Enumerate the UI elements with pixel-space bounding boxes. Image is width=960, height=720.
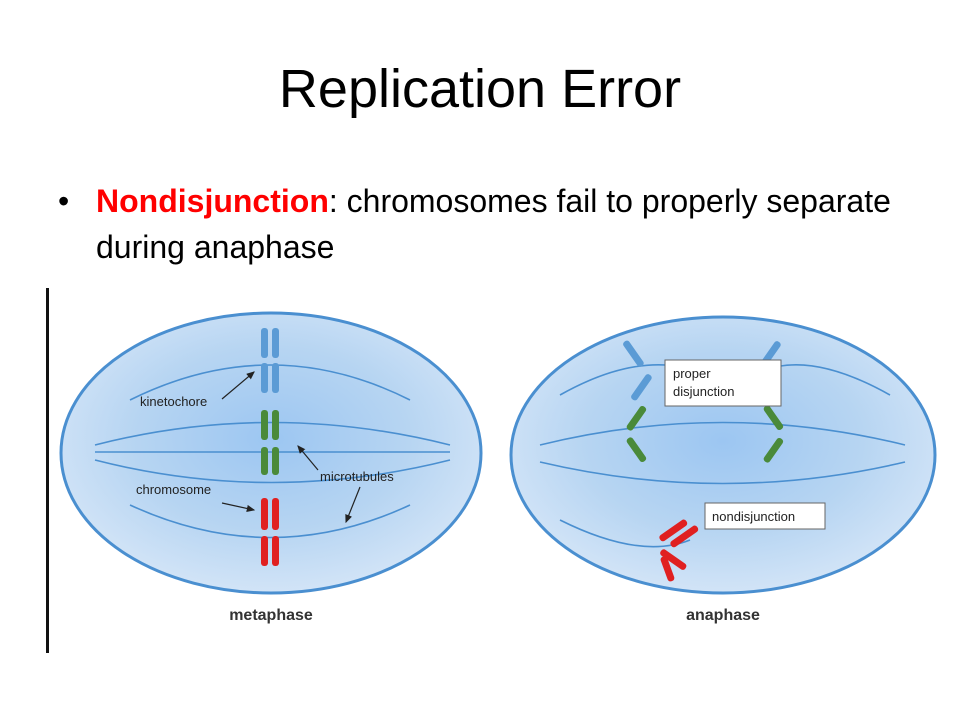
spindle-microtubules bbox=[94, 364, 451, 539]
bullet-dot: • bbox=[58, 183, 70, 219]
anaphase-green-chromatids bbox=[626, 405, 784, 463]
chromosome-pair-red bbox=[261, 498, 279, 566]
nondisjunction-box-text: nondisjunction bbox=[712, 509, 795, 524]
chromosome-arrow bbox=[221, 502, 256, 512]
vertical-divider-line bbox=[46, 288, 49, 653]
bullet-definition: : chromosomes fail to properly separate … bbox=[96, 183, 891, 265]
proper-box-line2: disjunction bbox=[673, 384, 734, 399]
kinetochore-label: kinetochore bbox=[140, 394, 207, 409]
chromosome-pair-green bbox=[261, 410, 279, 475]
proper-disjunction-box: proper disjunction bbox=[664, 359, 782, 407]
microtubules-arrow-upper bbox=[297, 445, 319, 471]
metaphase-label: metaphase bbox=[229, 607, 313, 624]
chromosome-label: chromosome bbox=[136, 482, 211, 497]
anaphase-cell: proper disjunction nondisjunction anapha… bbox=[509, 315, 937, 624]
kinetochore-arrow bbox=[221, 371, 255, 400]
proper-box-line1: proper bbox=[673, 366, 711, 381]
bullet-term: Nondisjunction bbox=[96, 183, 329, 219]
metaphase-cell: kinetochore chromosome microtubules meta… bbox=[59, 311, 483, 624]
microtubules-label: microtubules bbox=[320, 469, 394, 484]
anaphase-label: anaphase bbox=[686, 607, 760, 624]
microtubules-arrow-lower bbox=[345, 486, 361, 524]
slide-title: Replication Error bbox=[278, 59, 682, 119]
bullet-text: Nondisjunction: chromosomes fail to prop… bbox=[96, 178, 896, 270]
nondisjunction-box: nondisjunction bbox=[704, 502, 826, 530]
chromosome-pair-blue bbox=[261, 328, 279, 393]
anaphase-red-chromatids-nondisjunction bbox=[659, 519, 699, 582]
